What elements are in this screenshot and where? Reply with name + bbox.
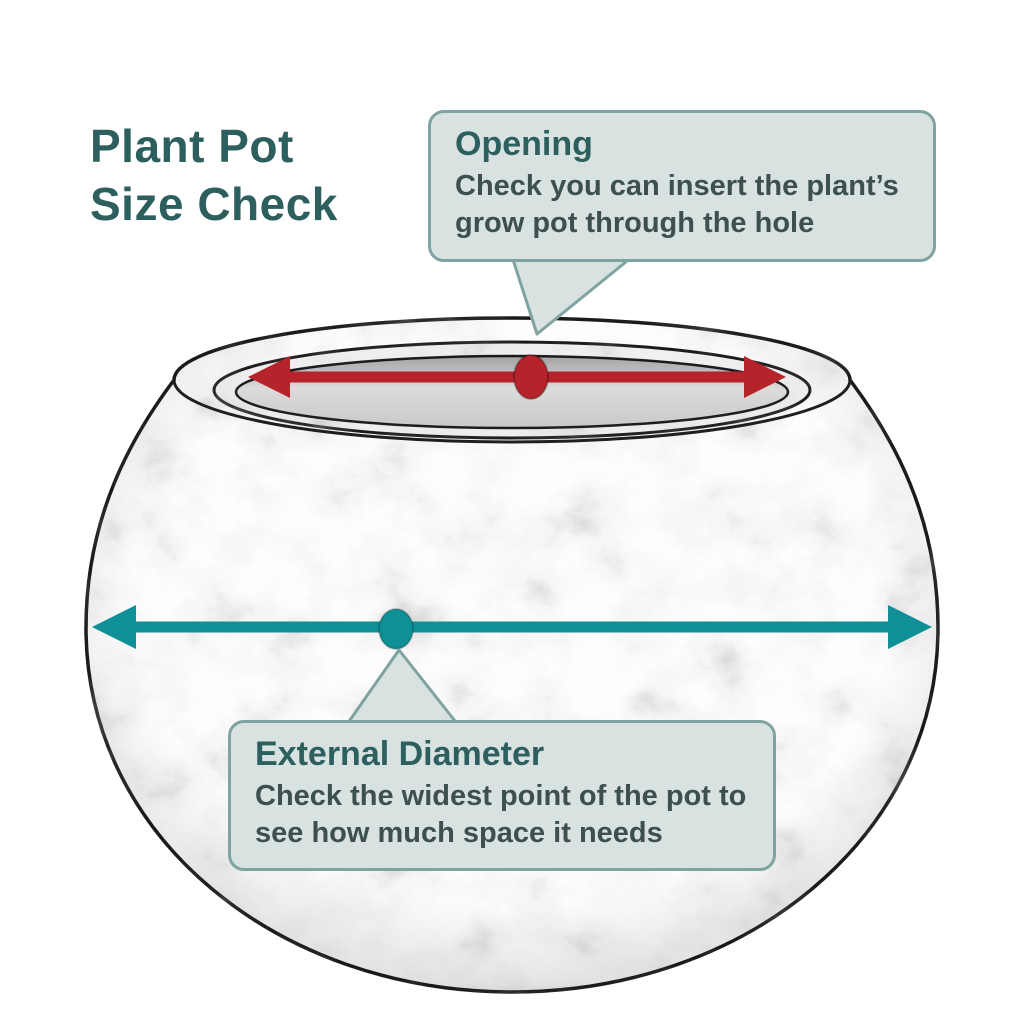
- external-diameter-midpoint-dot: [378, 608, 414, 650]
- external-diameter-arrow: [92, 605, 932, 650]
- opening-callout-heading: Opening: [455, 125, 593, 163]
- opening-callout: Opening Check you can insert the plant’s…: [428, 110, 936, 262]
- pot-opening-hole-shading: [236, 356, 788, 428]
- pot-rim-front-edge: [172, 379, 852, 444]
- external-diameter-callout-body: Check the widest point of the pot to see…: [255, 780, 747, 850]
- external-diameter-callout: External Diameter Check the widest point…: [228, 720, 776, 872]
- opening-midpoint-dot: [513, 354, 549, 400]
- page-title: Plant Pot Size Check: [90, 118, 338, 233]
- external-diameter-callout-heading: External Diameter: [255, 735, 545, 773]
- opening-diameter-arrow: [248, 354, 786, 400]
- page-title-line2: Size Check: [90, 177, 338, 230]
- page-title-line1: Plant Pot: [90, 120, 294, 172]
- opening-callout-body: Check you can insert the plant’s grow po…: [455, 170, 899, 240]
